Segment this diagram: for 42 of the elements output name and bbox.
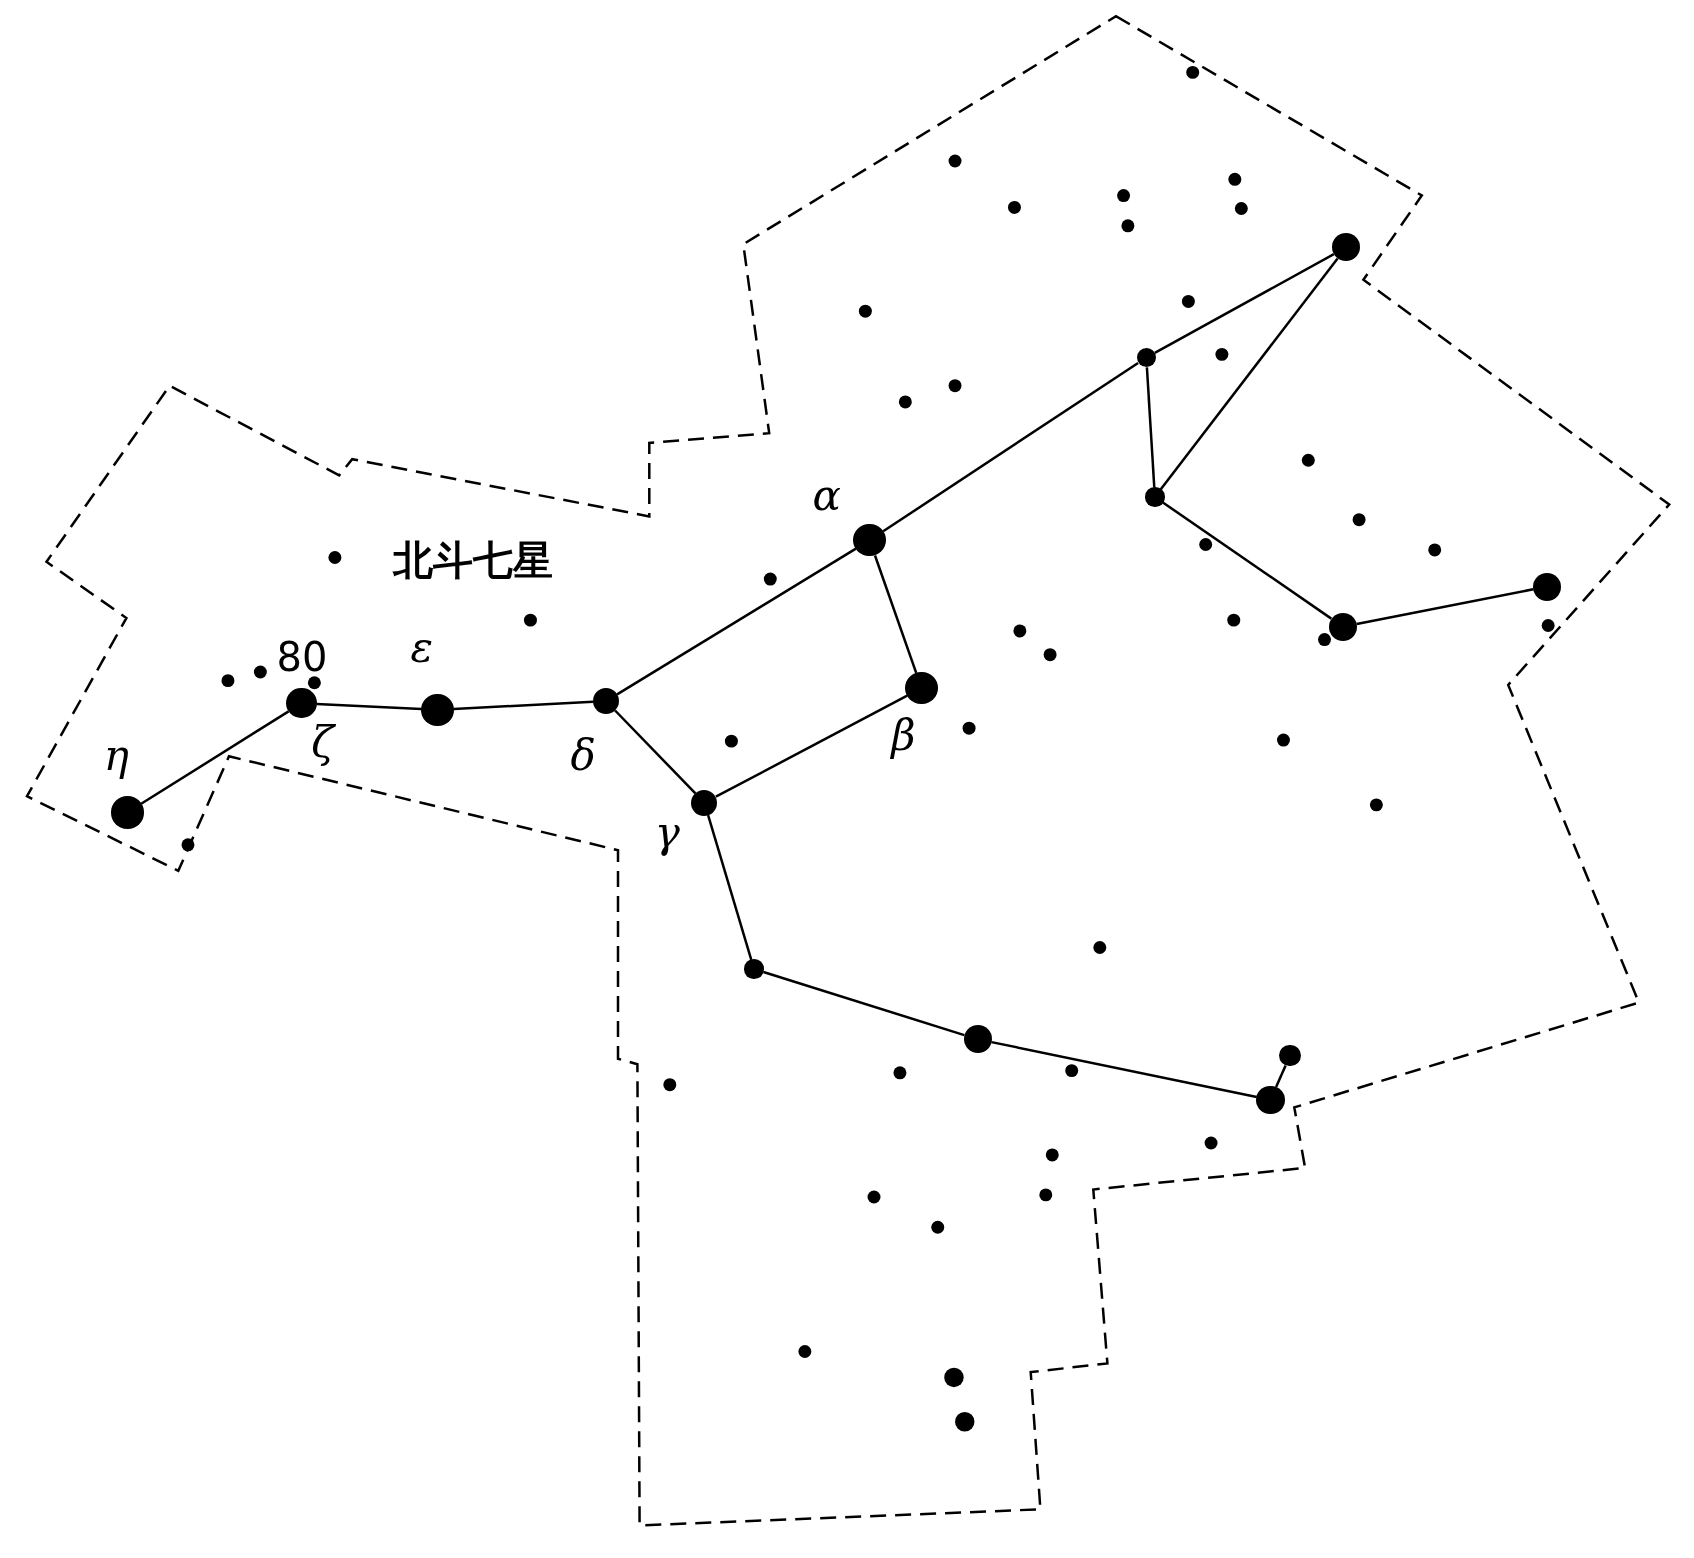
constellation-line <box>316 702 422 711</box>
star-dot <box>421 693 454 726</box>
star-label: β <box>891 715 916 758</box>
constellation-line <box>715 694 908 798</box>
constellation-line <box>1162 501 1332 620</box>
star-label: ζ <box>311 721 334 764</box>
star-dot <box>1136 347 1156 368</box>
constellation-line <box>873 555 918 674</box>
star-dot <box>1256 1085 1285 1114</box>
star-dot <box>744 959 764 979</box>
constellation-line <box>1356 588 1534 626</box>
star-dot <box>963 1025 992 1054</box>
star-dot <box>691 789 718 816</box>
constellation-line <box>1159 257 1339 490</box>
constellation-line <box>1154 253 1335 354</box>
star-label: η <box>103 734 129 777</box>
star-label: γ <box>654 812 680 855</box>
constellation-line <box>616 547 857 696</box>
constellation-line <box>614 709 697 795</box>
star-dot <box>1533 572 1562 601</box>
constellation-line <box>453 700 594 711</box>
constellation-line <box>882 361 1139 533</box>
star-label: α <box>812 475 841 518</box>
star-dot <box>1145 487 1165 507</box>
star-dot <box>905 671 938 705</box>
star-dot <box>286 688 317 719</box>
constellation-line <box>991 1040 1257 1099</box>
constellation-line <box>1145 367 1156 488</box>
constellation-line <box>763 970 965 1037</box>
star-dot <box>1279 1044 1301 1067</box>
star-number: 80 <box>276 637 328 678</box>
star-label: ε <box>410 626 434 669</box>
asterism-label: 北斗七星 <box>393 540 554 581</box>
star-label: δ <box>570 734 596 777</box>
constellation-line <box>140 710 290 805</box>
constellation-line <box>706 814 753 961</box>
star-dot <box>1332 233 1361 262</box>
star-dot <box>593 688 620 715</box>
star-dot <box>1328 612 1357 641</box>
constellation-line <box>1274 1064 1287 1088</box>
star-dot <box>111 796 144 829</box>
star-dot <box>853 523 886 557</box>
